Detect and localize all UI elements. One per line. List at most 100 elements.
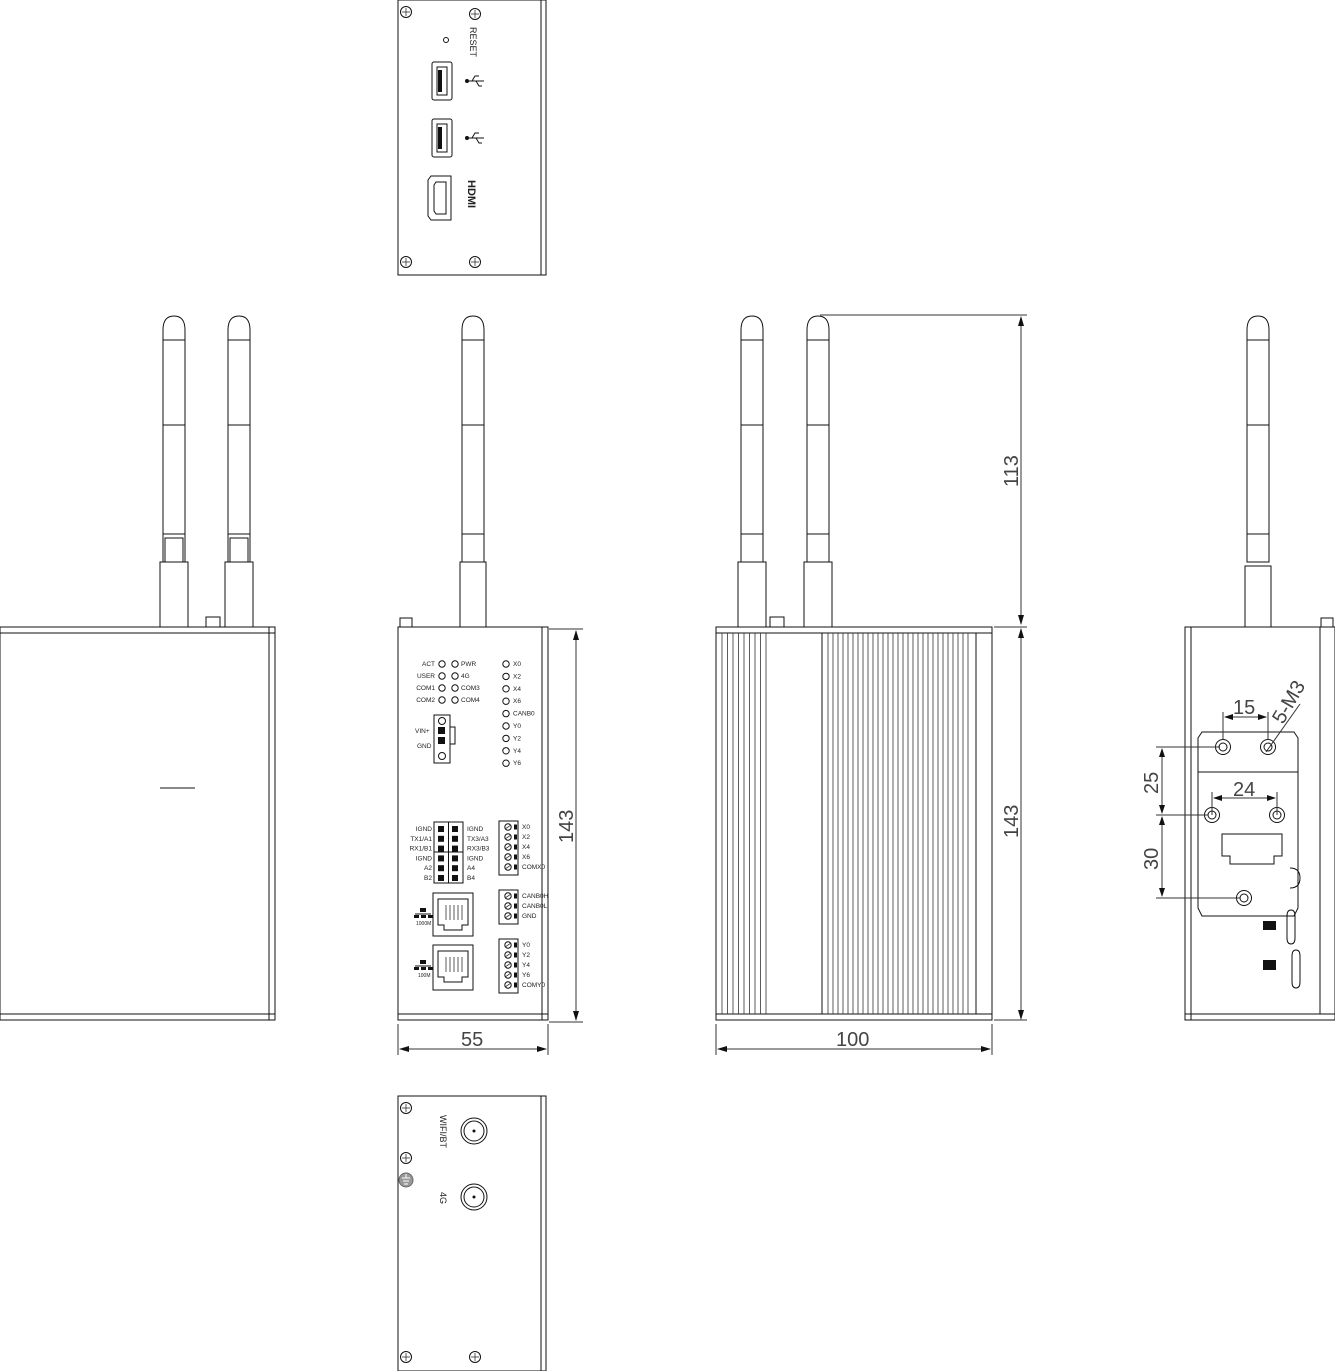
terminal-screw <box>504 823 512 831</box>
network-icon <box>414 908 433 918</box>
led-label: COM1 <box>416 685 435 692</box>
terminal-pin <box>452 875 458 881</box>
usb-icon <box>465 132 484 144</box>
led <box>451 672 459 680</box>
terminal-pin <box>452 865 458 872</box>
ethernet-port-1[interactable] <box>432 892 474 937</box>
antenna-height-value: 113 <box>1001 455 1023 487</box>
terminal-label: X4 <box>522 844 530 851</box>
ethernet-port-2[interactable] <box>432 944 474 991</box>
led <box>502 709 510 718</box>
reset-label: RESET <box>468 27 478 58</box>
led <box>502 697 510 705</box>
led-label: ACT <box>422 661 435 668</box>
led-label: COM3 <box>461 685 480 692</box>
led <box>438 684 446 692</box>
wifi-antenna-connector[interactable] <box>460 1117 488 1145</box>
front-height-dimension-value: 143 <box>556 810 578 843</box>
terminal-label: COMY0 <box>522 982 546 989</box>
terminal-screw <box>504 892 512 900</box>
antenna <box>159 315 189 628</box>
serial-label: IGND <box>416 826 433 833</box>
led <box>438 696 446 704</box>
led <box>502 759 510 767</box>
serial-label: A2 <box>424 865 432 872</box>
serial-label: RX3/B3 <box>467 846 490 853</box>
serial-label: A4 <box>467 865 475 872</box>
terminal-pin <box>438 826 444 832</box>
antenna <box>224 315 254 628</box>
terminal-pin <box>452 845 458 852</box>
hole-spacing-15-dim <box>1222 712 1269 740</box>
led-label: X0 <box>513 661 521 668</box>
serial-label: TX3/A3 <box>467 836 489 843</box>
heatsink-fins <box>721 633 977 1014</box>
sim-slot[interactable] <box>1263 909 1296 945</box>
hole-spacing-24-value: 24 <box>1233 779 1255 801</box>
led <box>502 747 510 755</box>
antenna <box>1244 315 1272 628</box>
network-icon <box>414 960 433 970</box>
terminal-label: X0 <box>522 824 530 831</box>
left-side-view <box>0 315 276 1021</box>
antenna-height-dimension <box>820 314 1027 628</box>
terminal-screw <box>504 981 512 989</box>
finned-side-view: 113 143 100 <box>715 314 1027 1055</box>
depth-dimension-value: 100 <box>836 1029 869 1051</box>
reset-hole[interactable] <box>443 37 449 43</box>
terminal-pin <box>438 845 444 852</box>
bottom-view: WIFI/BT 4G <box>397 1095 547 1371</box>
terminal-label: CANB0L <box>522 903 548 910</box>
serial-label: TX1/A1 <box>410 836 432 843</box>
terminal-label: X2 <box>522 834 530 841</box>
width-dimension <box>397 1024 549 1055</box>
led-label: Y4 <box>513 748 521 755</box>
lte-antenna-connector[interactable] <box>460 1183 488 1211</box>
terminal-label: X6 <box>522 854 530 861</box>
terminal-label: Y4 <box>522 962 530 969</box>
led <box>502 722 510 730</box>
wifi-label: WIFI/BT <box>438 1115 448 1148</box>
power-connector[interactable] <box>433 714 456 764</box>
terminal-screw <box>504 833 512 841</box>
terminal-screw <box>504 971 512 979</box>
terminal-screw <box>504 961 512 969</box>
led <box>451 696 459 704</box>
terminal-screw <box>504 843 512 851</box>
serial-label: RX1/B1 <box>410 846 433 853</box>
hdmi-port[interactable] <box>427 175 452 221</box>
usb-port[interactable] <box>431 118 453 158</box>
screw-spec-leader <box>1265 703 1301 753</box>
sd-card-slot[interactable] <box>1263 949 1301 989</box>
terminal-screw <box>504 951 512 959</box>
side-height-dimension <box>994 628 1027 1021</box>
serial-label: B4 <box>467 875 475 882</box>
hole-vertical-30-dim <box>1156 816 1240 899</box>
power-gnd-label: GND <box>417 743 432 750</box>
terminal-screw <box>504 853 512 861</box>
ground-icon <box>398 1172 414 1188</box>
terminal-pin <box>438 865 444 872</box>
screw-icon <box>469 256 481 268</box>
mount-hole-inner <box>1263 742 1273 752</box>
hole-spacing-24-dim <box>1211 792 1278 815</box>
terminal-pin <box>452 826 458 832</box>
hole-vertical-30-value: 30 <box>1141 848 1163 870</box>
usb-port[interactable] <box>431 61 453 101</box>
led <box>451 684 459 692</box>
front-height-dimension <box>549 628 583 1023</box>
width-dimension-value: 55 <box>461 1029 483 1051</box>
led-label: COM4 <box>461 697 480 704</box>
led-label: USER <box>417 673 435 680</box>
top-view: RESET HDMI <box>397 0 547 276</box>
led <box>438 660 446 668</box>
led-label: Y0 <box>513 723 521 730</box>
led <box>502 672 510 681</box>
